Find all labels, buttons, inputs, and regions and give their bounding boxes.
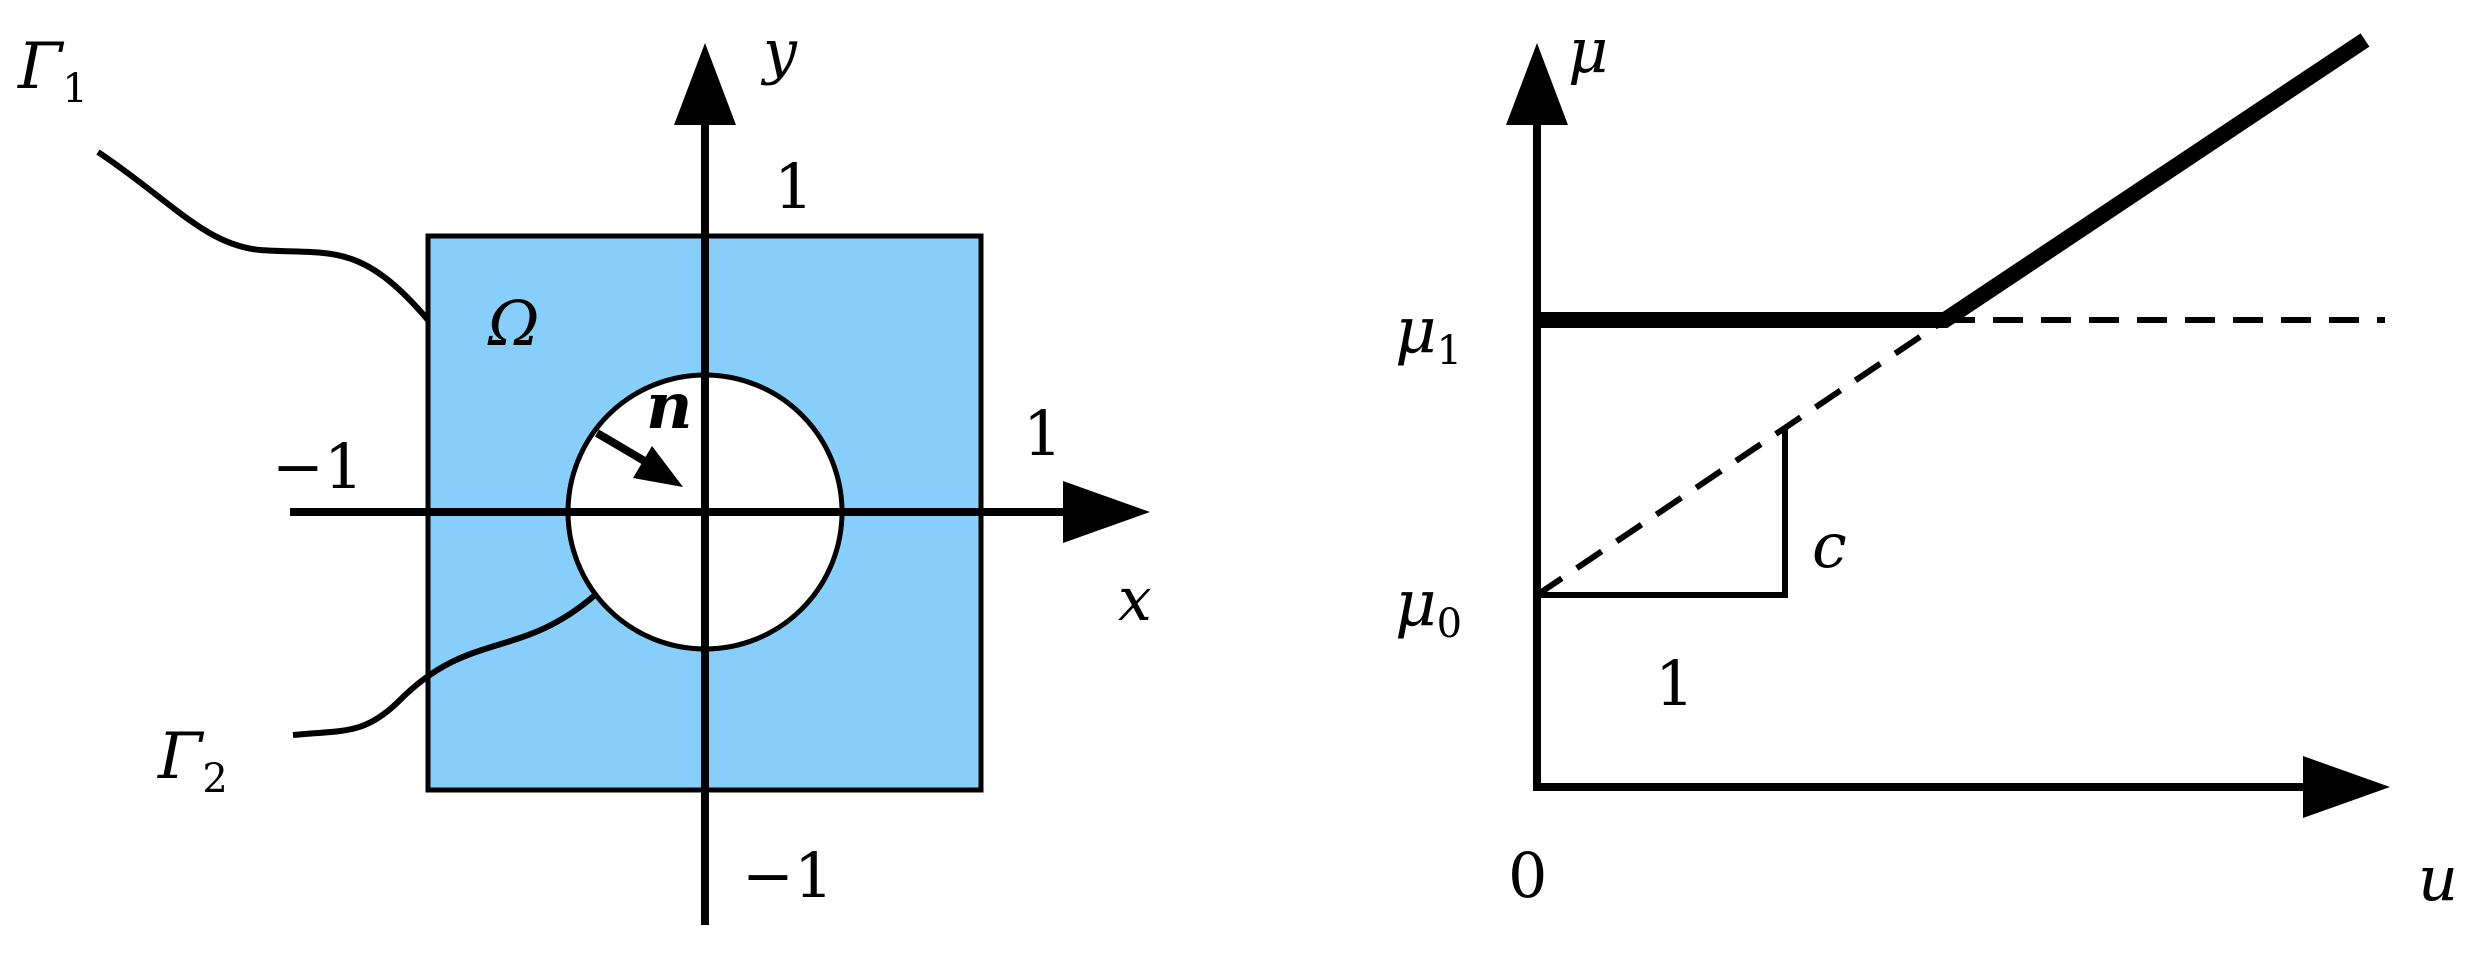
tick-label-top-one: 1 (774, 150, 813, 223)
slope-triangle (1537, 427, 1788, 598)
tick-label-left-minus-one: −1 (272, 430, 363, 503)
normal-arrowhead (633, 446, 683, 487)
u-axis-arrowhead (2303, 756, 2390, 818)
slope-rise-label: c (1812, 509, 1847, 582)
gamma1-label: Γ1 (17, 30, 88, 112)
gamma1-base: Γ (17, 30, 65, 104)
u-axis-label: u (2418, 842, 2458, 915)
gamma2-subscript: 2 (202, 756, 227, 802)
mu0-subscript: 0 (1437, 601, 1462, 647)
gamma1-subscript: 1 (62, 66, 87, 112)
y-axis-arrowhead (674, 43, 736, 125)
mu0-label: μ0 (1395, 567, 1462, 647)
tick-label-bottom-minus-one: −1 (742, 839, 833, 912)
mu0-base: μ (1395, 567, 1437, 641)
tick-label-right-one: 1 (1023, 397, 1062, 470)
mu1-base: μ (1395, 294, 1437, 368)
mu1-subscript: 1 (1437, 328, 1462, 374)
y-axis-label: y (760, 17, 798, 87)
x-axis-arrowhead (1063, 481, 1150, 543)
gamma2-base: Γ (157, 720, 205, 794)
gamma2-label: Γ2 (157, 720, 228, 802)
domain-diagram: y x Ω n 1 1 −1 −1 Γ1 Γ2 (17, 17, 1152, 925)
gamma2-pointer-curve (292, 592, 597, 738)
mu-function-curve (1537, 33, 2370, 328)
origin-label: 0 (1508, 839, 1547, 912)
mu1-label: μ1 (1395, 294, 1462, 374)
slope-dashed-line (1535, 317, 1947, 598)
omega-label: Ω (487, 287, 539, 360)
mu-axis-arrowhead (1506, 43, 1568, 125)
normal-vector-label: n (646, 369, 693, 444)
mu-axis-label: μ (1568, 14, 1608, 87)
mu-u-graph: μ u 0 c 1 μ1 μ0 (1395, 14, 2458, 915)
gamma1-pointer-curve (96, 149, 431, 322)
slope-run-label: 1 (1655, 647, 1694, 720)
x-axis-label: x (1118, 565, 1152, 635)
